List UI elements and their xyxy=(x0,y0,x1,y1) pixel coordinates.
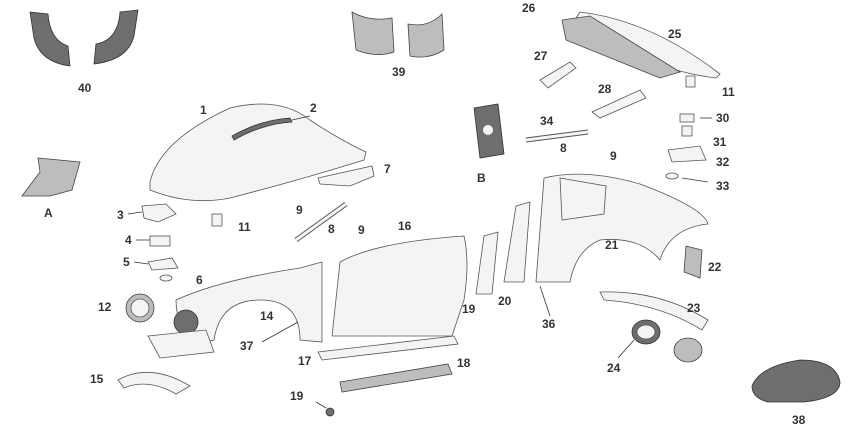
part-18-sill xyxy=(339,363,453,393)
label-18: 18 xyxy=(457,356,471,370)
label-38: 38 xyxy=(792,413,806,427)
part-6-bolt xyxy=(159,274,173,282)
part-19-plug xyxy=(325,407,335,417)
label-21: 21 xyxy=(605,238,619,252)
label-7: 7 xyxy=(384,162,391,176)
label-40: 40 xyxy=(78,81,92,95)
label-12: 12 xyxy=(98,300,112,314)
label-17: 17 xyxy=(298,354,312,368)
part-B-bracket xyxy=(473,103,505,159)
part-11-bump-stop xyxy=(211,213,223,227)
label-14: 14 xyxy=(260,309,274,323)
part-1-front-hood xyxy=(149,103,367,202)
label-25: 25 xyxy=(668,27,682,41)
part-front-valance xyxy=(147,329,215,359)
part-3-hood-hinge xyxy=(141,203,177,223)
label-22: 22 xyxy=(708,260,722,274)
label-9a: 9 xyxy=(296,203,303,217)
part-27-lid-hinge xyxy=(539,61,577,89)
label-19b: 19 xyxy=(290,389,304,403)
part-38-seat-shell xyxy=(751,359,841,403)
label-37: 37 xyxy=(240,339,254,353)
label-8b: 8 xyxy=(560,141,567,155)
label-6: 6 xyxy=(196,273,203,287)
part-21-rear-quarter-panel xyxy=(535,173,709,283)
label-36: 36 xyxy=(542,317,556,331)
label-23: 23 xyxy=(687,301,701,315)
part-9-gas-strut xyxy=(294,201,348,243)
part-39-rear-corner-panels xyxy=(351,11,445,58)
label-28: 28 xyxy=(598,82,612,96)
part-28-lid-hinge xyxy=(591,89,647,119)
label-30: 30 xyxy=(716,111,730,125)
part-26-lid-frame xyxy=(561,15,681,79)
label-26: 26 xyxy=(522,1,536,15)
label-34: 34 xyxy=(540,114,554,128)
part-A-bracket xyxy=(21,157,81,197)
part-22-bracket xyxy=(683,245,703,279)
label-9c: 9 xyxy=(610,149,617,163)
part-40-inner-wheel-arches xyxy=(29,9,139,67)
label-3: 3 xyxy=(117,208,124,222)
part-5-latch xyxy=(147,257,179,271)
label-20: 20 xyxy=(498,294,512,308)
part-23-panel xyxy=(599,291,709,331)
label-5: 5 xyxy=(123,255,130,269)
part-4-spring xyxy=(149,235,171,247)
label-2: 2 xyxy=(310,101,317,115)
part-32-latch-plate xyxy=(667,145,707,163)
label-16: 16 xyxy=(398,219,412,233)
part-19-b-pillar-inner xyxy=(475,231,499,295)
part-31-spring xyxy=(681,125,693,137)
part-20-b-pillar xyxy=(503,201,531,283)
label-31: 31 xyxy=(713,135,727,149)
part-33-screw xyxy=(665,172,679,180)
part-24-fuel-ring xyxy=(631,319,703,363)
label-19a: 19 xyxy=(462,302,476,316)
label-24: 24 xyxy=(607,361,621,375)
part-34-gas-strut xyxy=(525,129,589,143)
part-15-front-apron xyxy=(117,371,191,395)
part-17-rocker-cover xyxy=(317,335,459,361)
label-33: 33 xyxy=(716,179,730,193)
part-16-door xyxy=(331,235,468,337)
label-11b: 11 xyxy=(722,85,735,99)
label-9b: 9 xyxy=(358,223,365,237)
part-12-headlight-ring xyxy=(125,293,199,335)
part-11-rear-stop xyxy=(685,75,696,88)
label-27: 27 xyxy=(534,49,548,63)
label-B: B xyxy=(477,171,486,185)
label-39: 39 xyxy=(392,65,406,79)
label-4: 4 xyxy=(125,233,132,247)
label-32: 32 xyxy=(716,155,730,169)
label-8a: 8 xyxy=(328,222,335,236)
label-A: A xyxy=(44,206,53,220)
part-30-latch xyxy=(679,113,695,123)
label-11a: 11 xyxy=(238,220,251,234)
part-7-hinge-arm xyxy=(317,165,375,187)
label-15: 15 xyxy=(90,372,104,386)
label-1: 1 xyxy=(200,103,207,117)
